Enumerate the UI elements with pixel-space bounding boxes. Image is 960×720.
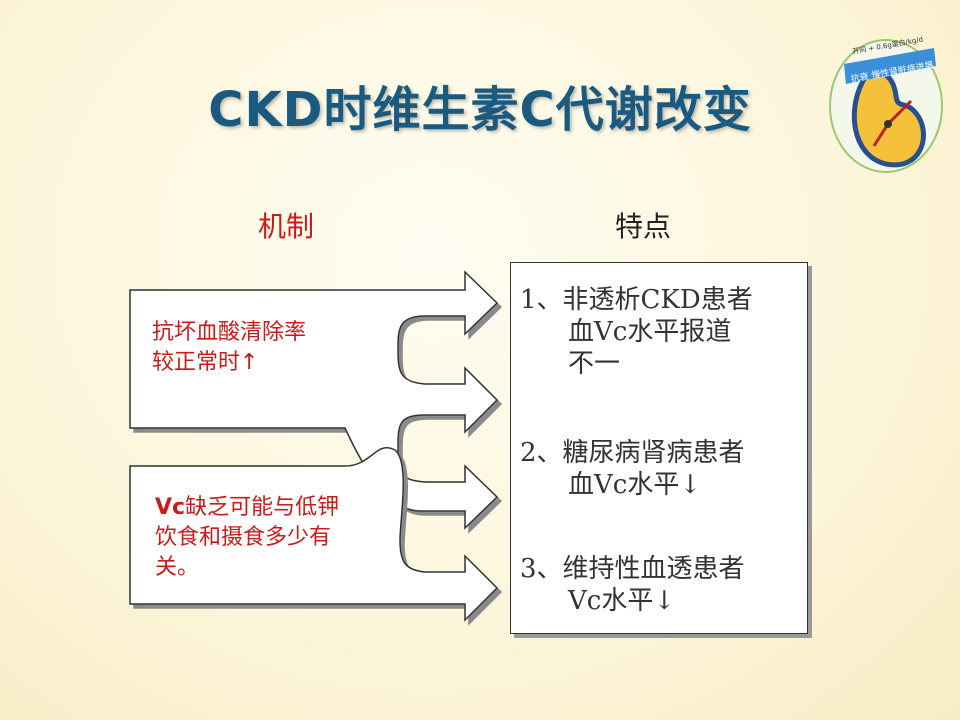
feature-item-2: 2、糖尿病肾病患者 血Vc水平↓ (520, 437, 745, 501)
mechanism-1-line-1: 抗坏血酸清除率 (152, 320, 307, 345)
feature-3-line-2: Vc水平↓ (568, 586, 676, 616)
features-header: 特点 (615, 210, 672, 243)
feature-3-line-1: 3、维持性血透患者 (520, 554, 745, 584)
mechanism-2-prefix: Vc (155, 495, 186, 520)
feature-item-3: 3、维持性血透患者 Vc水平↓ (520, 553, 745, 617)
mechanism-arrow-2 (129, 447, 499, 622)
feature-1-line-3: 不一 (568, 349, 621, 379)
features-box (510, 262, 808, 634)
slide-title: CKD时维生素C代谢改变 (208, 82, 752, 138)
mechanism-2-text: Vc缺乏可能与低钾 饮食和摄食多少有 关。 (155, 493, 385, 583)
mechanism-2-line-1: 缺乏可能与低钾 (185, 495, 340, 520)
mechanism-1-line-2: 较正常时↑ (152, 350, 259, 375)
mechanism-1-text: 抗坏血酸清除率 较正常时↑ (152, 318, 372, 378)
feature-1-line-2: 血Vc水平报道 (568, 317, 732, 347)
feature-item-1: 1、非透析CKD患者 血Vc水平报道 不一 (520, 284, 753, 380)
feature-2-line-1: 2、糖尿病肾病患者 (520, 438, 745, 468)
mechanism-2-line-3: 关。 (155, 555, 200, 580)
mechanism-2-line-2: 饮食和摄食多少有 (155, 525, 332, 550)
feature-1-line-1: 1、非透析CKD患者 (520, 285, 753, 315)
feature-2-line-2: 血Vc水平↓ (568, 470, 702, 500)
kidney-logo: 抗衰 慢性肾脏病进展 开同 + 0.6g蛋白/kg/d (829, 35, 943, 173)
mechanism-header: 机制 (258, 210, 315, 243)
